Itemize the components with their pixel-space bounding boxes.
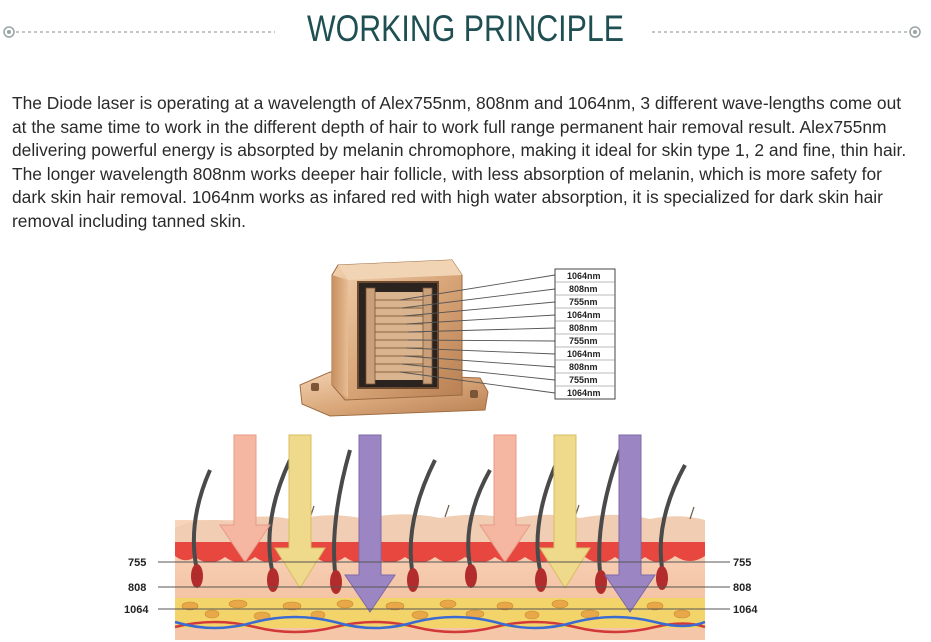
bar-label: 1064nm bbox=[567, 388, 601, 398]
fat-cells bbox=[181, 599, 691, 621]
depth-label-right: 755 bbox=[733, 557, 751, 569]
title-row: WORKING PRINCIPLE bbox=[0, 0, 931, 62]
arrow-755 bbox=[219, 434, 271, 563]
hair-shaft bbox=[408, 459, 437, 571]
bar-label: 1064nm bbox=[567, 271, 601, 281]
blood-vessel-blue bbox=[174, 615, 706, 630]
arrow-1064 bbox=[604, 434, 656, 613]
screw-hole bbox=[470, 390, 478, 398]
laser-arrows bbox=[219, 434, 656, 613]
depth-label-right: 808 bbox=[733, 582, 751, 594]
hair-follicles bbox=[191, 449, 687, 594]
bar-label: 808nm bbox=[569, 362, 598, 372]
hair-shaft bbox=[658, 464, 687, 569]
depth-guide-lines bbox=[158, 561, 730, 610]
arrow-755 bbox=[479, 434, 531, 563]
bar-label: 808nm bbox=[569, 284, 598, 294]
depth-label-left: 808 bbox=[128, 582, 146, 594]
bar-label: 755nm bbox=[569, 375, 598, 385]
diode-bar-stack bbox=[365, 287, 433, 385]
hair-shaft bbox=[191, 469, 212, 566]
description-text: The Diode laser is operating at a wavele… bbox=[12, 93, 907, 231]
bar-label: 755nm bbox=[569, 297, 598, 307]
screw-hole bbox=[311, 383, 319, 391]
arrow-808 bbox=[539, 434, 591, 589]
bar-pointer-lines bbox=[399, 274, 556, 394]
arrow-1064 bbox=[344, 434, 396, 613]
page-title: WORKING PRINCIPLE bbox=[307, 8, 624, 49]
bar-label: 1064nm bbox=[567, 349, 601, 359]
hair-shaft bbox=[597, 449, 622, 573]
laser-handpiece: 1064nm 808nm 755nm 1064nm 808nm 755nm 10… bbox=[299, 259, 616, 417]
hair-shaft bbox=[267, 459, 292, 571]
blood-vessel-red bbox=[174, 620, 706, 634]
hair-shaft bbox=[332, 449, 352, 573]
depth-label-right: 1064 bbox=[733, 604, 758, 616]
bar-label: 1064nm bbox=[567, 310, 601, 320]
depth-label-left: 755 bbox=[128, 557, 146, 569]
hair-shaft bbox=[466, 469, 492, 566]
bar-label: 808nm bbox=[569, 323, 598, 333]
arrow-808 bbox=[274, 434, 326, 589]
bar-label: 755nm bbox=[569, 336, 598, 346]
depth-label-left: 1064 bbox=[124, 604, 149, 616]
title-divider-lines bbox=[3, 26, 921, 38]
